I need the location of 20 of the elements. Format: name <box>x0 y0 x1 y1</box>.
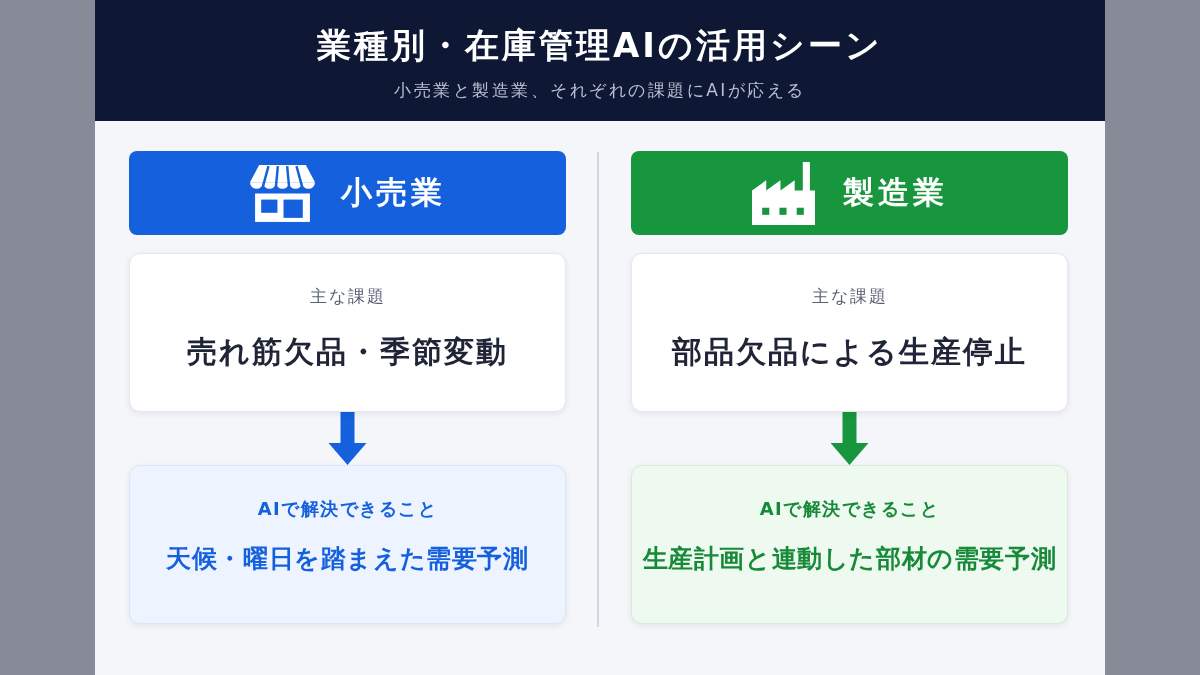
industry-header <box>129 151 566 235</box>
industry-header <box>631 151 1068 235</box>
challenge-card <box>129 253 566 412</box>
challenge-card <box>631 253 1068 412</box>
section-label: AIで解決できること <box>257 497 438 521</box>
challenge-text: 売れ筋欠品・季節変動 <box>186 333 509 371</box>
arrow <box>328 412 367 465</box>
challenge-text: 部品欠品による生産停止 <box>670 333 1028 371</box>
industry-name: 小売業 <box>340 173 446 212</box>
title: 業種別・在庫管理AIの活用シーン <box>317 24 883 66</box>
industry-name: 製造業 <box>842 173 948 212</box>
section-label: 主な課題 <box>811 285 888 308</box>
subtitle: 小売業と製造業、それぞれの課題にAIが応える <box>394 79 806 102</box>
solution-text: 天候・曜日を踏まえた需要予測 <box>165 543 530 575</box>
section-label: 主な課題 <box>309 285 386 308</box>
solution-card <box>129 465 566 624</box>
section-label: AIで解決できること <box>759 497 940 521</box>
solution-text: 生産計画と連動した部材の需要予測 <box>641 543 1058 575</box>
arrow <box>830 412 869 465</box>
solution-card <box>631 465 1068 624</box>
